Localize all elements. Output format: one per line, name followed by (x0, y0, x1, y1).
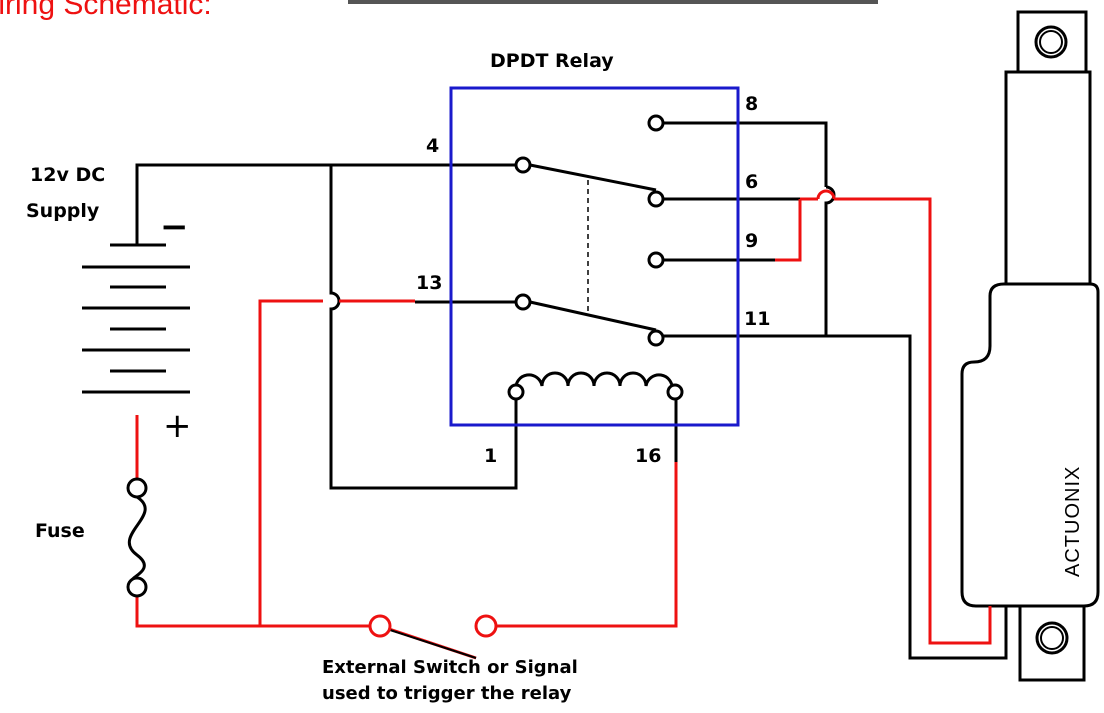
positive-wiring (135, 189, 992, 645)
external-switch (368, 614, 498, 660)
top-bar (348, 0, 878, 4)
coil-terminal-16 (666, 383, 684, 401)
pin-label-11: 11 (744, 308, 770, 330)
actuator-body (960, 282, 1100, 608)
actuator-bottom-eye-inner (1040, 626, 1064, 650)
linear-actuator: ACTUONIX (960, 10, 1100, 682)
pin-label-13: 13 (416, 272, 442, 294)
contact-common-4 (514, 156, 532, 174)
fuse-symbol (126, 477, 148, 598)
switch-label-line2: used to trigger the relay (322, 683, 572, 704)
contact-8 (647, 114, 665, 132)
contact-common-13 (514, 293, 532, 311)
relay-coil (514, 371, 674, 391)
actuator-top-eye-inner (1039, 30, 1063, 54)
fuse-label: Fuse (35, 520, 85, 542)
contact-11 (647, 329, 665, 347)
supply-label-line2: Supply (26, 200, 100, 222)
pin-label-8: 8 (745, 93, 758, 115)
relay-box (449, 86, 740, 427)
positive-sign: + (163, 406, 192, 446)
switch-label-line1: External Switch or Signal (322, 657, 578, 678)
negative-wiring (135, 121, 1008, 660)
actuator-top-eye (1034, 25, 1068, 59)
coil-terminal-1 (507, 383, 525, 401)
actuator-bottom-mount (1018, 604, 1086, 682)
contact-6 (647, 190, 665, 208)
pin-label-6: 6 (745, 171, 758, 193)
relay-label: DPDT Relay (490, 50, 614, 72)
pin-label-9: 9 (745, 230, 758, 252)
pin-label-4: 4 (426, 135, 439, 157)
supply-label-line1: 12v DC (30, 164, 105, 186)
actuator-bottom-eye (1035, 621, 1069, 655)
actuator-rod (1004, 70, 1092, 286)
actuator-top-mount (1016, 10, 1088, 74)
pin-label-16: 16 (635, 445, 661, 467)
negative-sign: − (160, 207, 189, 247)
diagram-title: Wiring Schematic: (0, 0, 212, 21)
actuator-brand: ACTUONIX (1062, 466, 1084, 577)
contact-9 (647, 251, 665, 269)
battery-symbol (82, 243, 190, 394)
pin-label-1: 1 (484, 445, 497, 467)
